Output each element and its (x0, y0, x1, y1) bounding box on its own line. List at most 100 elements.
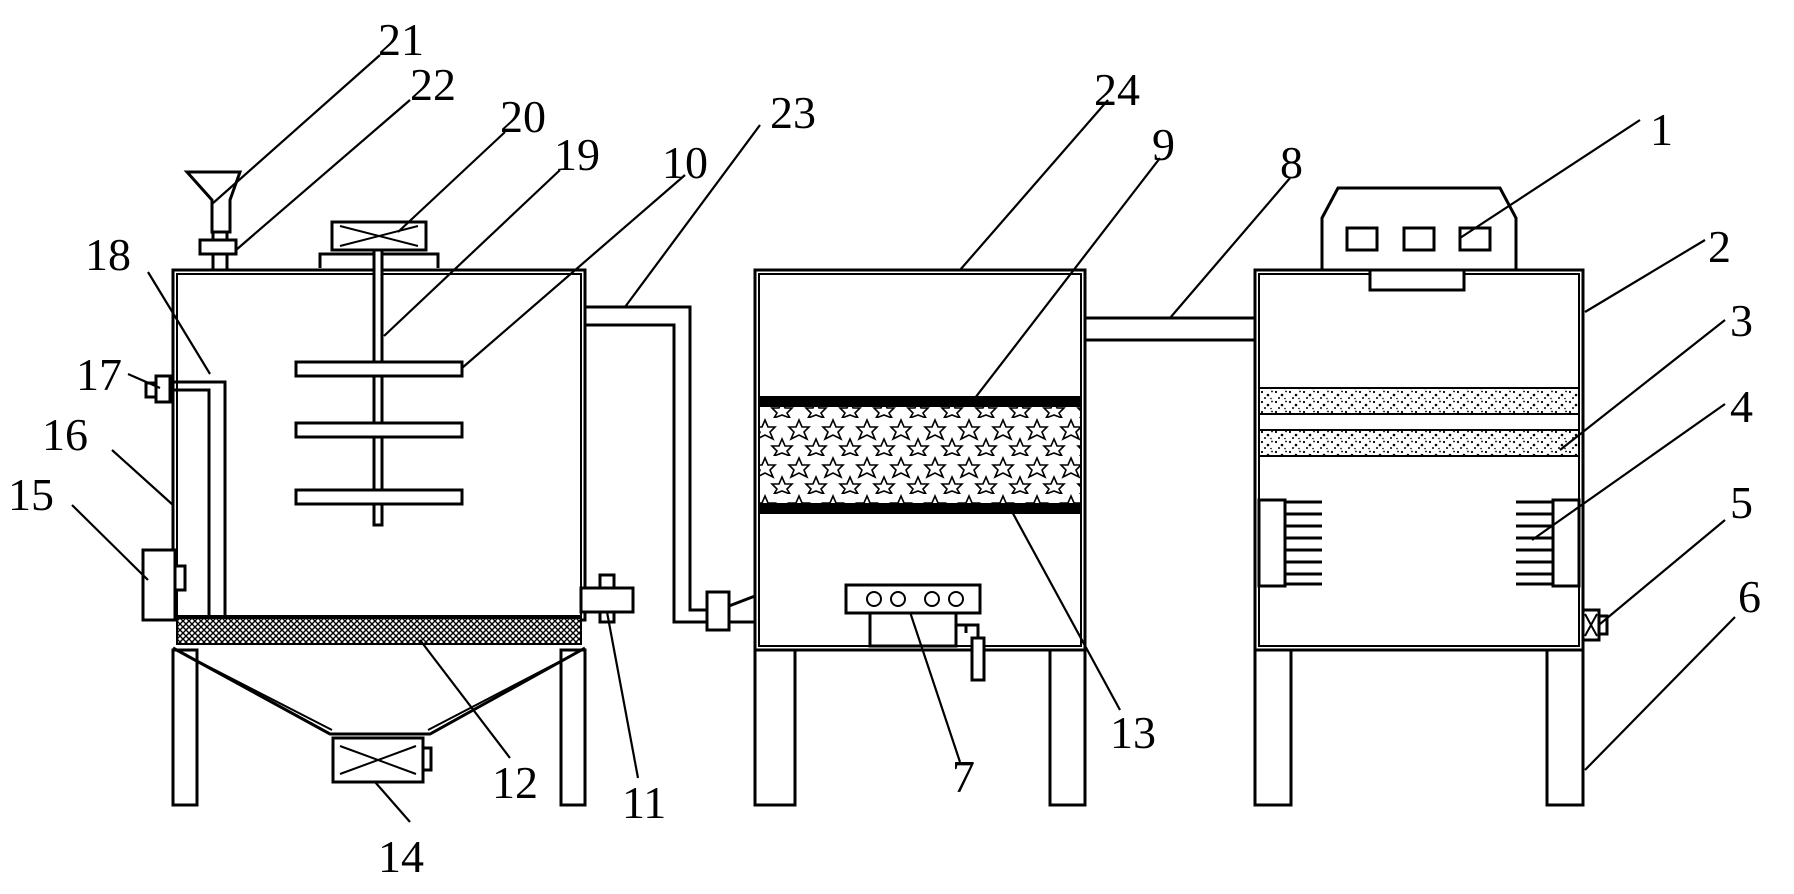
leader-2 (1584, 239, 1706, 313)
filter-layer-upper (1258, 387, 1580, 415)
leader-11 (605, 611, 640, 779)
filter-layer-lower (1258, 429, 1580, 457)
leader-24 (959, 99, 1109, 271)
leader-20 (397, 131, 506, 233)
leader-12 (419, 639, 511, 759)
outlet-valve-stem (598, 573, 616, 590)
callout-1: 1 (1650, 104, 1673, 155)
heater-left-mount (1257, 498, 1287, 588)
exhaust-pipe (1083, 270, 1255, 342)
outlet-valve (579, 586, 635, 614)
stirring-paddle-3 (294, 488, 464, 506)
tank-leg-right (559, 648, 587, 807)
leader-9 (974, 157, 1161, 399)
heater-left-fins (1285, 500, 1322, 586)
pipe-flange (705, 590, 731, 632)
leader-5 (1599, 519, 1726, 625)
conical-bottom-inner (179, 651, 579, 731)
callout-17: 17 (76, 349, 122, 400)
water-pump-outlet-pipe (970, 636, 986, 682)
stirring-motor-cross (339, 225, 419, 247)
control-box-base (1368, 268, 1466, 292)
circulation-valve (154, 374, 172, 404)
stirring-paddle-1 (294, 360, 464, 378)
callout-18: 18 (85, 229, 131, 280)
hopper-valve (198, 238, 238, 256)
water-pump-port-2 (890, 591, 906, 607)
leader-15 (71, 504, 149, 581)
conical-bottom (172, 646, 586, 736)
stirring-paddle-2 (294, 421, 464, 439)
treatment-box-body (1253, 268, 1585, 652)
leader-6 (1584, 616, 1736, 771)
callout-10: 10 (662, 137, 708, 188)
callout-14: 14 (378, 831, 424, 882)
callout-11: 11 (622, 777, 666, 828)
callout-15: 15 (8, 469, 54, 520)
mixing-tank (141, 170, 635, 807)
leader-7 (908, 611, 962, 763)
heater-right-fins (1516, 500, 1553, 586)
control-button-1 (1345, 226, 1379, 252)
callout-9: 9 (1152, 119, 1175, 170)
leader-21 (211, 54, 381, 205)
circulation-pipe (165, 380, 227, 618)
callout-16: 16 (42, 409, 88, 460)
water-pump-port-3 (924, 591, 940, 607)
callout-22: 22 (410, 59, 456, 110)
leader-10 (461, 174, 686, 369)
treatment-leg-left (1253, 648, 1293, 807)
callout-2: 2 (1708, 221, 1731, 272)
callout-24: 24 (1094, 64, 1140, 115)
water-pump-port-1 (866, 591, 882, 607)
stirring-shaft (372, 248, 384, 527)
adsorption-leg-left (753, 648, 797, 807)
leader-17 (127, 372, 161, 390)
callout-8: 8 (1280, 137, 1303, 188)
leader-14 (374, 781, 411, 823)
leader-19 (383, 169, 561, 337)
adsorption-lower-plate (759, 504, 1081, 514)
leader-lines (71, 54, 1736, 823)
hopper-neck-lower (211, 252, 229, 272)
callout-12: 12 (492, 757, 538, 808)
circulation-pump (141, 548, 177, 622)
control-button-2 (1402, 226, 1436, 252)
drain-valve-cross (1584, 613, 1598, 637)
heater-right-mount (1551, 498, 1581, 588)
adsorption-tank (753, 268, 1087, 807)
treatment-box (1253, 186, 1609, 807)
water-pump-port-4 (948, 591, 964, 607)
callout-5: 5 (1730, 477, 1753, 528)
control-button-3 (1458, 226, 1492, 252)
callout-numbers: 1 2 3 4 5 6 7 8 9 10 11 12 13 14 15 16 1… (8, 14, 1761, 882)
callout-13: 13 (1110, 707, 1156, 758)
treatment-box-inner-wall (1258, 273, 1580, 647)
leader-3 (1559, 319, 1726, 451)
adsorption-filler (758, 405, 1082, 505)
callout-6: 6 (1738, 571, 1761, 622)
discharge-valve-handle (421, 746, 433, 772)
leader-22 (235, 99, 411, 251)
leader-23 (624, 124, 761, 308)
leader-1 (1459, 119, 1641, 239)
leader-16 (111, 449, 174, 506)
adsorption-leg-right (1048, 648, 1087, 807)
callout-4: 4 (1730, 381, 1753, 432)
connecting-pipe (585, 305, 707, 624)
callout-19: 19 (554, 129, 600, 180)
treatment-leg-right (1545, 648, 1585, 807)
hopper-neck-upper (211, 230, 229, 242)
callout-23: 23 (770, 87, 816, 138)
leader-13 (1009, 507, 1121, 711)
leader-4 (1531, 403, 1726, 541)
callout-3: 3 (1730, 295, 1753, 346)
callout-7: 7 (952, 751, 975, 802)
callout-21: 21 (378, 14, 424, 65)
leader-18 (147, 271, 211, 375)
circulation-pump-flange (173, 564, 187, 592)
tank-leg-left (171, 648, 199, 807)
filter-screen (176, 617, 582, 645)
leader-8 (1169, 177, 1291, 319)
